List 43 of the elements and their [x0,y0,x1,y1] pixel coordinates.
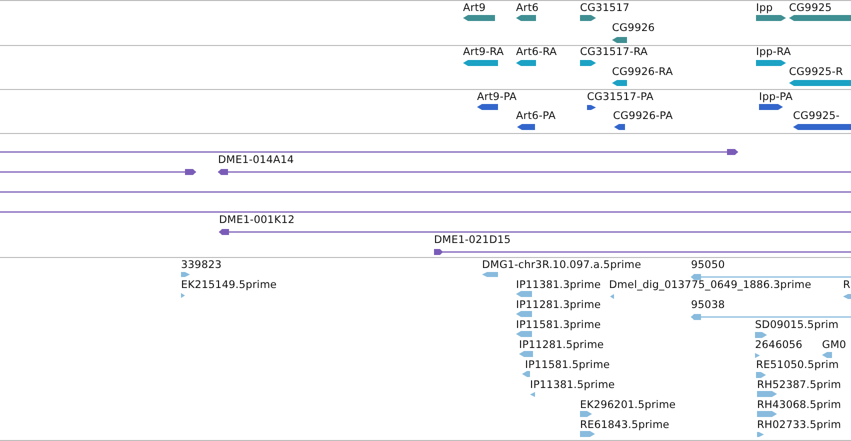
feature-label: 95050 [691,259,725,272]
feature-label: DME1-021D15 [434,234,511,247]
feature-label: Art6 [516,2,539,15]
feature-label: CG9926 [612,22,655,35]
feature-label: DME1-001K12 [219,214,295,227]
feature-label: Art6-PA [516,110,556,123]
feature-label: EK215149.5prime [181,279,277,292]
feature-label: SD09015.5prim [755,319,839,332]
feature-label: EK296201.5prime [580,399,676,412]
feature-label: IP11381.3prime [516,279,601,292]
feature-label: Art9-PA [477,91,517,104]
feature-label: Art6-RA [516,46,557,59]
feature-label: 2646056 [755,339,802,352]
feature-label: RH43068.5prim [757,399,842,412]
feature-label: RH52387.5prim [757,379,842,392]
feature-label: Ipp-PA [759,91,793,104]
feature-label: CG9926-RA [612,66,673,79]
feature-label: R [843,279,850,292]
feature-label: 339823 [181,259,222,272]
feature-label: CG9925 [789,2,832,15]
feature-label: Ipp [756,2,773,15]
feature-label: CG31517-PA [587,91,654,104]
feature-label: Dmel_dig_013775_0649_1886.3prime [609,279,812,292]
feature-label: CG31517-RA [580,46,648,59]
feature-label: Art9 [463,2,486,15]
feature-label: CG9926-PA [613,110,673,123]
feature-label: IP11281.5prime [519,339,604,352]
feature-label: RE61843.5prime [580,419,670,432]
feature-label: DME1-014A14 [218,154,294,167]
feature-label: IP11581.5prime [525,359,610,372]
feature-label: GM0 [822,339,846,352]
feature-label: DMG1-chr3R.10.097.a.5prime [482,259,642,272]
feature-label: CG9925- [793,110,840,123]
feature-label: 95038 [691,299,725,312]
feature-label: IP11281.3prime [516,299,601,312]
feature-label: Ipp-RA [756,46,791,59]
feature-label: CG9925-R [789,66,844,79]
feature-label: CG31517 [580,2,630,15]
feature-label: IP11581.3prime [516,319,601,332]
feature-label: RE51050.5prim [756,359,839,372]
feature-label: Art9-RA [463,46,504,59]
feature-label: IP11381.5prime [530,379,615,392]
feature-label: RH02733.5prim [757,419,842,432]
